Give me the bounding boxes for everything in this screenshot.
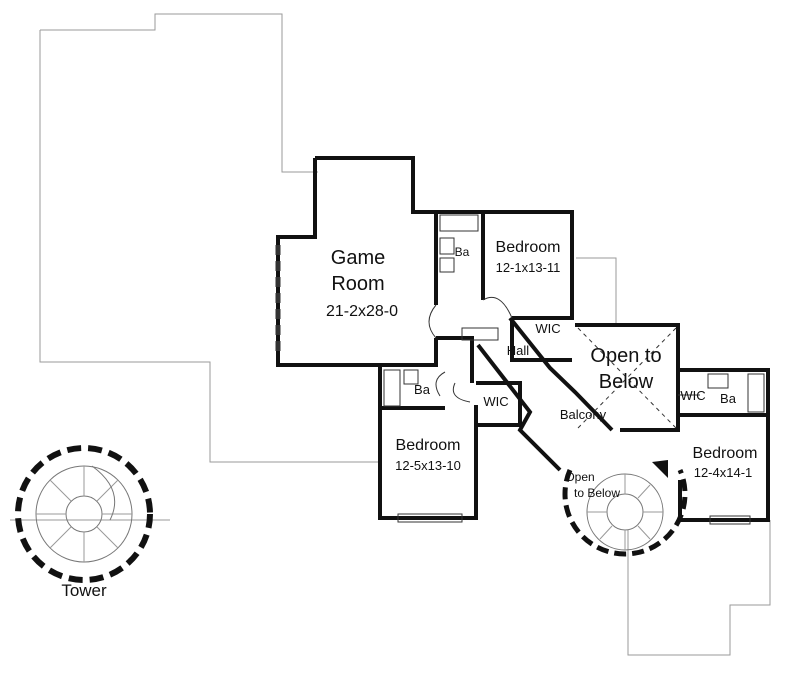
game-room-size: 21-2x28-0 <box>325 303 399 320</box>
hall-label: Hall <box>506 343 530 358</box>
bedroom-right-size: 12-4x14-1 <box>693 465 753 480</box>
stair-open-line2: to Below <box>573 486 621 500</box>
lower-floor-outline <box>10 13 771 656</box>
bedroom-right-label: Bedroom <box>692 445 758 462</box>
interior-details <box>275 214 765 525</box>
wic-left-label: WIC <box>483 394 509 409</box>
bedroom-left-label: Bedroom <box>395 437 461 454</box>
stair-open-line1: Open <box>565 470 595 484</box>
open-to-below-line2: Below <box>598 371 654 393</box>
game-room-label-line2: Room <box>331 273 385 295</box>
exterior-walls <box>276 156 770 522</box>
tower-stair <box>15 445 153 583</box>
bedroom-top-size: 12-1x13-11 <box>495 260 561 275</box>
bedroom-left-size: 12-5x13-10 <box>395 458 461 473</box>
spiral-stair-balcony <box>562 460 688 557</box>
bath-top-label: Ba <box>454 245 470 259</box>
balcony-label: Balcony <box>559 407 607 422</box>
wic-top-label: WIC <box>535 321 561 336</box>
bath-right-label: Ba <box>720 391 736 406</box>
tower-label: Tower <box>61 581 107 600</box>
bath-left-label: Ba <box>414 382 430 397</box>
open-to-below-line1: Open to <box>590 345 662 367</box>
wic-right-label: WIC <box>680 388 706 403</box>
bedroom-top-label: Bedroom <box>495 239 561 256</box>
game-room-label-line1: Game <box>330 247 386 269</box>
